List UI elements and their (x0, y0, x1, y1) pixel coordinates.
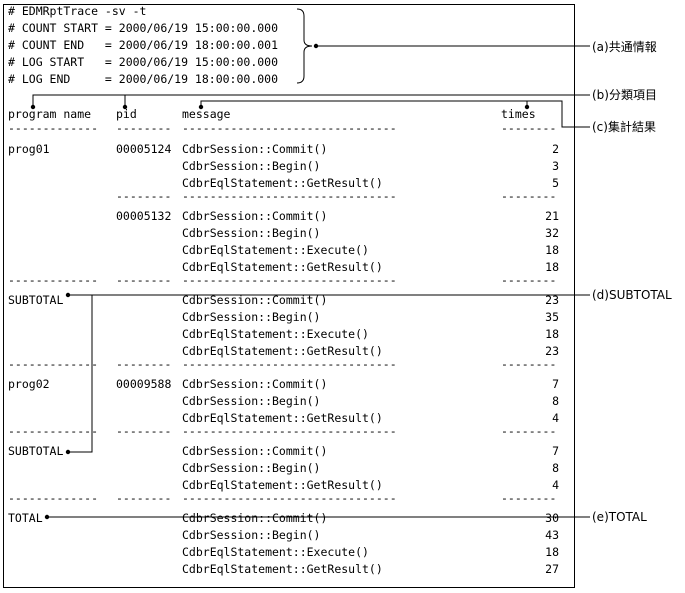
message-cell: CdbrEqlStatement::GetResult() (182, 562, 383, 576)
message-cell: CdbrEqlStatement::GetResult() (182, 411, 383, 425)
separator: ------------------------------- (182, 491, 397, 505)
times-cell: 35 (545, 310, 559, 324)
times-cell: 4 (552, 411, 559, 425)
col-pid: pid (116, 107, 137, 121)
separator: -------- (116, 273, 172, 287)
separator: -------- (501, 424, 557, 438)
annotation-total: (e)TOTAL (592, 510, 647, 524)
header-line: # LOG START = 2000/06/19 15:00:00.000 (8, 55, 279, 69)
separator: -------- (501, 189, 557, 203)
separator: ------------------------------- (182, 121, 397, 135)
times-cell: 7 (552, 444, 559, 458)
message-cell: CdbrSession::Begin() (182, 461, 321, 475)
separator: ------------- (8, 357, 99, 371)
times-cell: 43 (545, 528, 559, 542)
message-cell: CdbrEqlStatement::GetResult() (182, 176, 383, 190)
message-cell: CdbrEqlStatement::GetResult() (182, 344, 383, 358)
times-cell: 18 (545, 260, 559, 274)
separator: -------- (501, 121, 557, 135)
report-frame (3, 4, 575, 588)
subtotal-label: SUBTOTAL (8, 444, 64, 458)
message-cell: CdbrSession::Commit() (182, 293, 328, 307)
pid-cell: 00009588 (116, 377, 172, 391)
col-message: message (182, 107, 231, 121)
times-cell: 8 (552, 394, 559, 408)
annotation-aggregate-result: (c)集計結果 (592, 120, 656, 134)
program-name-cell: prog01 (8, 142, 50, 156)
message-cell: CdbrSession::Commit() (182, 444, 328, 458)
times-cell: 27 (545, 562, 559, 576)
message-cell: CdbrSession::Commit() (182, 209, 328, 223)
message-cell: CdbrEqlStatement::Execute() (182, 327, 369, 341)
header-line: # COUNT START = 2000/06/19 15:00:00.000 (8, 21, 279, 35)
separator: ------------------------------- (182, 189, 397, 203)
separator: ------------------------------- (182, 424, 397, 438)
header-line: # COUNT END = 2000/06/19 18:00:00.001 (8, 38, 279, 52)
separator: ------------- (8, 273, 99, 287)
col-program-name: program name (8, 107, 92, 121)
pid-cell: 00005124 (116, 142, 172, 156)
annotation-subtotal: (d)SUBTOTAL (592, 288, 672, 302)
message-cell: CdbrSession::Begin() (182, 226, 321, 240)
separator: ------------- (8, 121, 99, 135)
message-cell: CdbrSession::Begin() (182, 528, 321, 542)
program-name-cell: prog02 (8, 377, 50, 391)
times-cell: 5 (552, 176, 559, 190)
message-cell: CdbrSession::Begin() (182, 159, 321, 173)
separator: -------- (116, 121, 172, 135)
times-cell: 18 (545, 545, 559, 559)
total-label: TOTAL (8, 511, 43, 525)
message-cell: CdbrSession::Begin() (182, 394, 321, 408)
times-cell: 18 (545, 327, 559, 341)
annotation-common-info: (a)共通情報 (592, 40, 657, 54)
times-cell: 3 (552, 159, 559, 173)
separator: -------- (116, 357, 172, 371)
annotation-classification: (b)分類項目 (592, 88, 657, 102)
times-cell: 4 (552, 478, 559, 492)
times-cell: 30 (545, 511, 559, 525)
header-line: # LOG END = 2000/06/19 18:00:00.000 (8, 72, 279, 86)
message-cell: CdbrSession::Commit() (182, 142, 328, 156)
message-cell: CdbrEqlStatement::Execute() (182, 243, 369, 257)
separator: ------------- (8, 491, 99, 505)
separator: ------------------------------- (182, 357, 397, 371)
times-cell: 7 (552, 377, 559, 391)
times-cell: 18 (545, 243, 559, 257)
separator: -------- (116, 189, 172, 203)
header-line: # EDMRptTrace -sv -t (8, 4, 147, 18)
message-cell: CdbrEqlStatement::Execute() (182, 545, 369, 559)
times-cell: 23 (545, 344, 559, 358)
message-cell: CdbrEqlStatement::GetResult() (182, 478, 383, 492)
separator: -------- (116, 491, 172, 505)
times-cell: 2 (552, 142, 559, 156)
message-cell: CdbrSession::Commit() (182, 377, 328, 391)
pid-cell: 00005132 (116, 209, 172, 223)
separator: -------- (501, 273, 557, 287)
separator: -------- (501, 357, 557, 371)
separator: ------------- (8, 424, 99, 438)
message-cell: CdbrSession::Commit() (182, 511, 328, 525)
message-cell: CdbrEqlStatement::GetResult() (182, 260, 383, 274)
message-cell: CdbrSession::Begin() (182, 310, 321, 324)
times-cell: 21 (545, 209, 559, 223)
separator: -------- (116, 424, 172, 438)
col-times: times (501, 107, 536, 121)
times-cell: 8 (552, 461, 559, 475)
times-cell: 23 (545, 293, 559, 307)
times-cell: 32 (545, 226, 559, 240)
separator: -------- (501, 491, 557, 505)
separator: ------------------------------- (182, 273, 397, 287)
subtotal-label: SUBTOTAL (8, 293, 64, 307)
